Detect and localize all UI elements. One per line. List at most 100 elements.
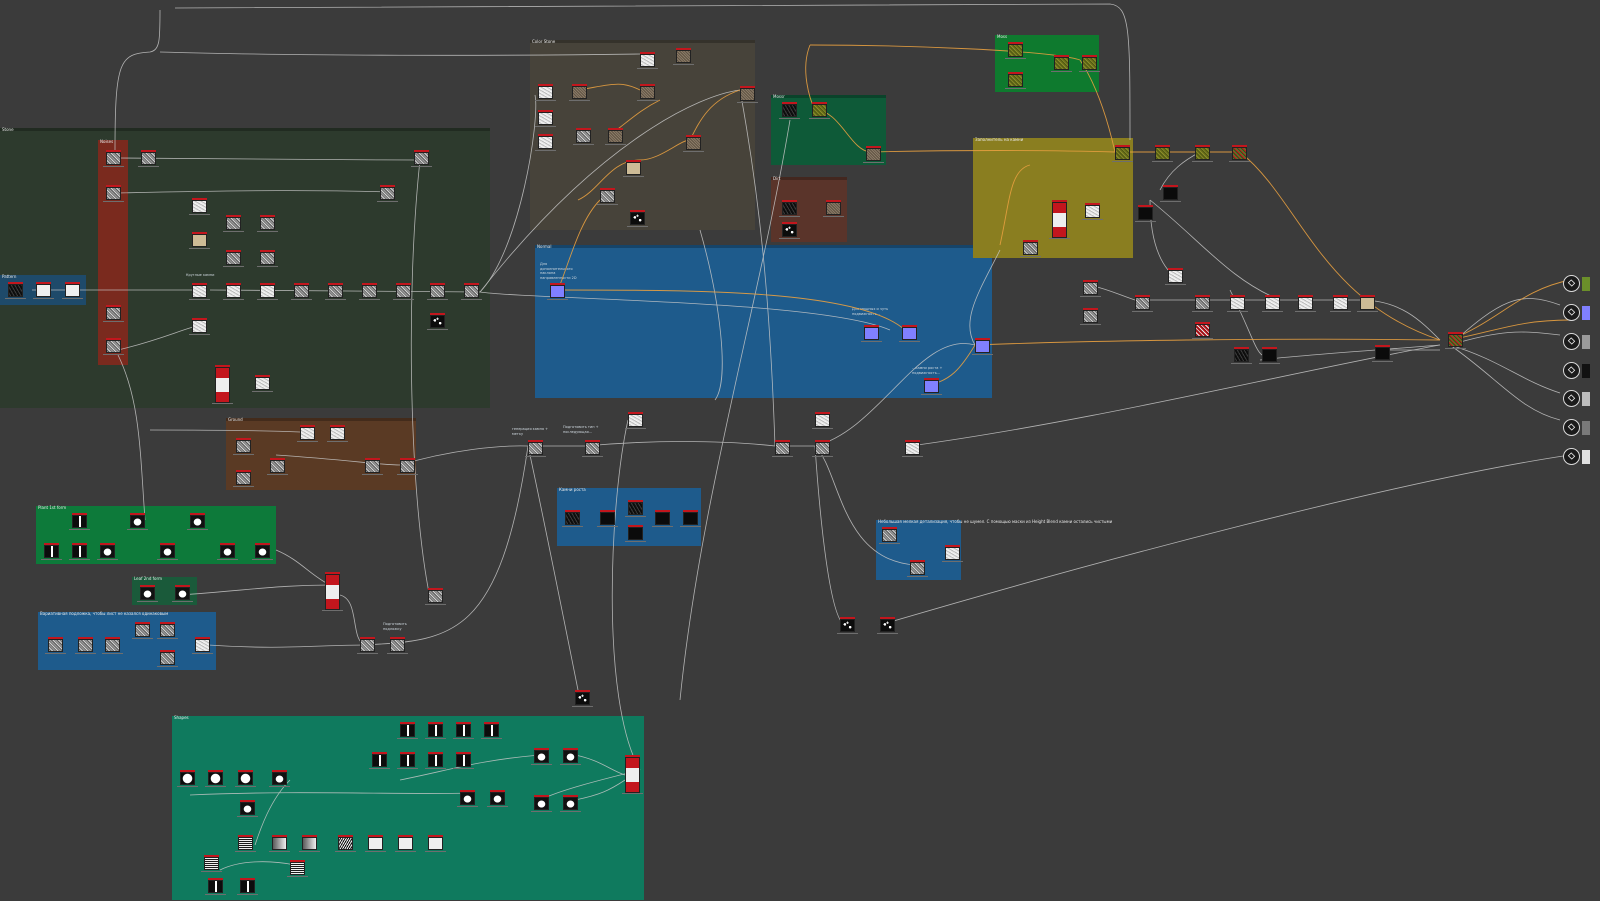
graph-node[interactable] xyxy=(103,305,124,322)
graph-node[interactable] xyxy=(1079,55,1100,72)
graph-node[interactable] xyxy=(189,318,210,335)
graph-node[interactable] xyxy=(907,560,928,577)
graph-node[interactable] xyxy=(233,470,254,487)
graph-node[interactable] xyxy=(252,375,273,392)
graph-node[interactable] xyxy=(779,102,800,119)
graph-node[interactable] xyxy=(535,110,556,127)
graph-node[interactable] xyxy=(205,878,226,895)
graph-node[interactable] xyxy=(187,513,208,530)
graph-node[interactable] xyxy=(1005,42,1026,59)
graph-node[interactable] xyxy=(157,650,178,667)
graph-node[interactable] xyxy=(377,185,398,202)
graph-node[interactable] xyxy=(1080,308,1101,325)
graph-node[interactable] xyxy=(1357,295,1378,312)
graph-node[interactable] xyxy=(972,338,993,355)
graph-node[interactable] xyxy=(772,440,793,457)
graph-node[interactable] xyxy=(453,752,474,769)
graph-node[interactable] xyxy=(1227,295,1248,312)
graph-node[interactable] xyxy=(237,800,258,817)
graph-node[interactable] xyxy=(625,525,646,542)
graph-node[interactable] xyxy=(427,313,448,330)
graph-node[interactable] xyxy=(1135,205,1156,222)
graph-node[interactable] xyxy=(177,770,198,787)
graph-node[interactable] xyxy=(879,527,900,544)
graph-node[interactable] xyxy=(1005,72,1026,89)
graph-node[interactable] xyxy=(569,84,590,101)
frame-normal[interactable]: Normal xyxy=(535,244,992,398)
graph-node[interactable] xyxy=(127,513,148,530)
graph-node[interactable] xyxy=(297,425,318,442)
graph-node[interactable] xyxy=(425,835,446,852)
graph-node[interactable] xyxy=(1160,185,1181,202)
graph-node[interactable] xyxy=(397,752,418,769)
graph-node[interactable] xyxy=(189,198,210,215)
graph-node[interactable] xyxy=(652,510,673,527)
graph-node[interactable] xyxy=(535,134,556,151)
graph-node[interactable] xyxy=(625,412,646,429)
graph-node[interactable] xyxy=(62,282,83,299)
graph-node[interactable] xyxy=(75,637,96,654)
frame-color-stone[interactable]: Color Stone xyxy=(530,39,755,230)
graph-node[interactable] xyxy=(411,150,432,167)
graph-node[interactable] xyxy=(235,835,256,852)
graph-node[interactable] xyxy=(1192,295,1213,312)
graph-node[interactable] xyxy=(138,150,159,167)
graph-node[interactable] xyxy=(605,128,626,145)
graph-node[interactable] xyxy=(525,440,546,457)
graph-node[interactable] xyxy=(45,637,66,654)
graph-node[interactable] xyxy=(425,752,446,769)
graph-node[interactable] xyxy=(357,637,378,654)
graph-node[interactable] xyxy=(189,232,210,249)
graph-node[interactable] xyxy=(1049,200,1070,240)
graph-node[interactable] xyxy=(597,510,618,527)
graph-node[interactable] xyxy=(547,283,568,300)
graph-node[interactable] xyxy=(362,458,383,475)
graph-node[interactable] xyxy=(267,458,288,475)
graph-node[interactable] xyxy=(425,588,446,605)
frame-ground[interactable]: Ground xyxy=(226,417,416,490)
graph-node[interactable] xyxy=(157,543,178,560)
graph-node[interactable] xyxy=(395,835,416,852)
frame-noises[interactable]: Noises xyxy=(98,139,128,365)
graph-node[interactable] xyxy=(1051,55,1072,72)
graph-node[interactable] xyxy=(627,210,648,227)
graph-node[interactable] xyxy=(779,200,800,217)
graph-node[interactable] xyxy=(812,440,833,457)
graph-node[interactable] xyxy=(673,48,694,65)
graph-node[interactable] xyxy=(365,835,386,852)
graph-node[interactable] xyxy=(1372,345,1393,362)
graph-node[interactable] xyxy=(597,188,618,205)
graph-node[interactable] xyxy=(902,440,923,457)
graph-node[interactable] xyxy=(461,283,482,300)
graph-node[interactable] xyxy=(622,755,643,795)
graph-node[interactable] xyxy=(625,500,646,517)
graph-node[interactable] xyxy=(359,283,380,300)
graph-node[interactable] xyxy=(481,722,502,739)
graph-node[interactable] xyxy=(217,543,238,560)
graph-node[interactable] xyxy=(252,543,273,560)
graph-node[interactable] xyxy=(1295,295,1316,312)
graph-node[interactable] xyxy=(427,283,448,300)
graph-node[interactable] xyxy=(1330,295,1351,312)
output-node-button[interactable] xyxy=(1563,362,1580,379)
graph-node[interactable] xyxy=(809,102,830,119)
graph-node[interactable] xyxy=(1192,322,1213,339)
graph-node[interactable] xyxy=(41,543,62,560)
graph-node[interactable] xyxy=(33,282,54,299)
graph-node[interactable] xyxy=(397,722,418,739)
graph-node[interactable] xyxy=(102,637,123,654)
graph-node[interactable] xyxy=(737,86,758,103)
graph-node[interactable] xyxy=(921,378,942,395)
graph-node[interactable] xyxy=(132,622,153,639)
graph-node[interactable] xyxy=(582,440,603,457)
graph-node[interactable] xyxy=(287,860,308,877)
graph-node[interactable] xyxy=(425,722,446,739)
graph-node[interactable] xyxy=(863,146,884,163)
graph-node[interactable] xyxy=(531,748,552,765)
graph-node[interactable] xyxy=(387,637,408,654)
graph-node[interactable] xyxy=(1262,295,1283,312)
graph-node[interactable] xyxy=(269,835,290,852)
graph-node[interactable] xyxy=(201,855,222,872)
graph-node[interactable] xyxy=(97,543,118,560)
output-node-button[interactable] xyxy=(1563,448,1580,465)
